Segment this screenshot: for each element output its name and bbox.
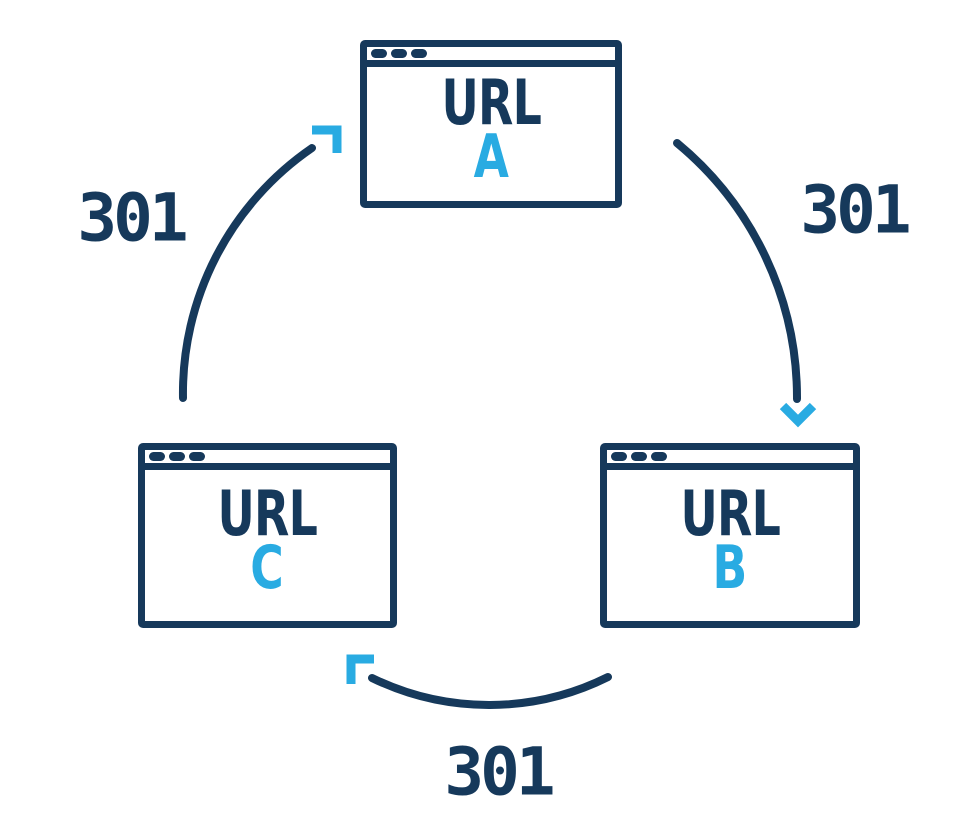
redirect-301-label-b-to-c: 301 <box>444 733 555 811</box>
browser-window-url-a: URL A <box>360 40 622 208</box>
window-titlebar <box>145 450 390 470</box>
url-letter-a: A <box>473 121 509 192</box>
arrow-b-to-c <box>368 673 612 709</box>
titlebar-dash-icon <box>611 452 627 461</box>
url-letter-c: C <box>250 533 285 603</box>
titlebar-dash-icon <box>631 452 647 461</box>
titlebar-dash-icon <box>169 452 185 461</box>
window-content: URL A <box>367 67 615 194</box>
url-label: URL <box>680 477 780 550</box>
redirect-301-label-c-to-a: 301 <box>77 179 188 257</box>
arrowhead-c-to-a-icon <box>312 125 342 153</box>
titlebar-dash-icon <box>411 49 427 58</box>
arrow-a-to-b <box>673 139 802 403</box>
window-content: URL B <box>607 470 853 614</box>
browser-window-url-c: URL C <box>138 443 397 628</box>
arrow-c-to-a <box>178 144 316 402</box>
arrowhead-a-to-b-icon <box>779 402 817 428</box>
window-titlebar <box>607 450 853 470</box>
titlebar-dash-icon <box>651 452 667 461</box>
url-label: URL <box>441 65 541 139</box>
redirect-301-label-a-to-b: 301 <box>800 171 911 249</box>
browser-window-url-b: URL B <box>600 443 860 628</box>
url-label: URL <box>217 477 318 550</box>
arrowhead-b-to-c-icon <box>346 654 374 684</box>
titlebar-dash-icon <box>189 452 205 461</box>
window-titlebar <box>367 47 615 67</box>
titlebar-dash-icon <box>149 452 165 461</box>
titlebar-dash-icon <box>371 49 387 58</box>
titlebar-dash-icon <box>391 49 407 58</box>
window-content: URL C <box>145 470 390 614</box>
url-letter-b: B <box>712 533 748 603</box>
